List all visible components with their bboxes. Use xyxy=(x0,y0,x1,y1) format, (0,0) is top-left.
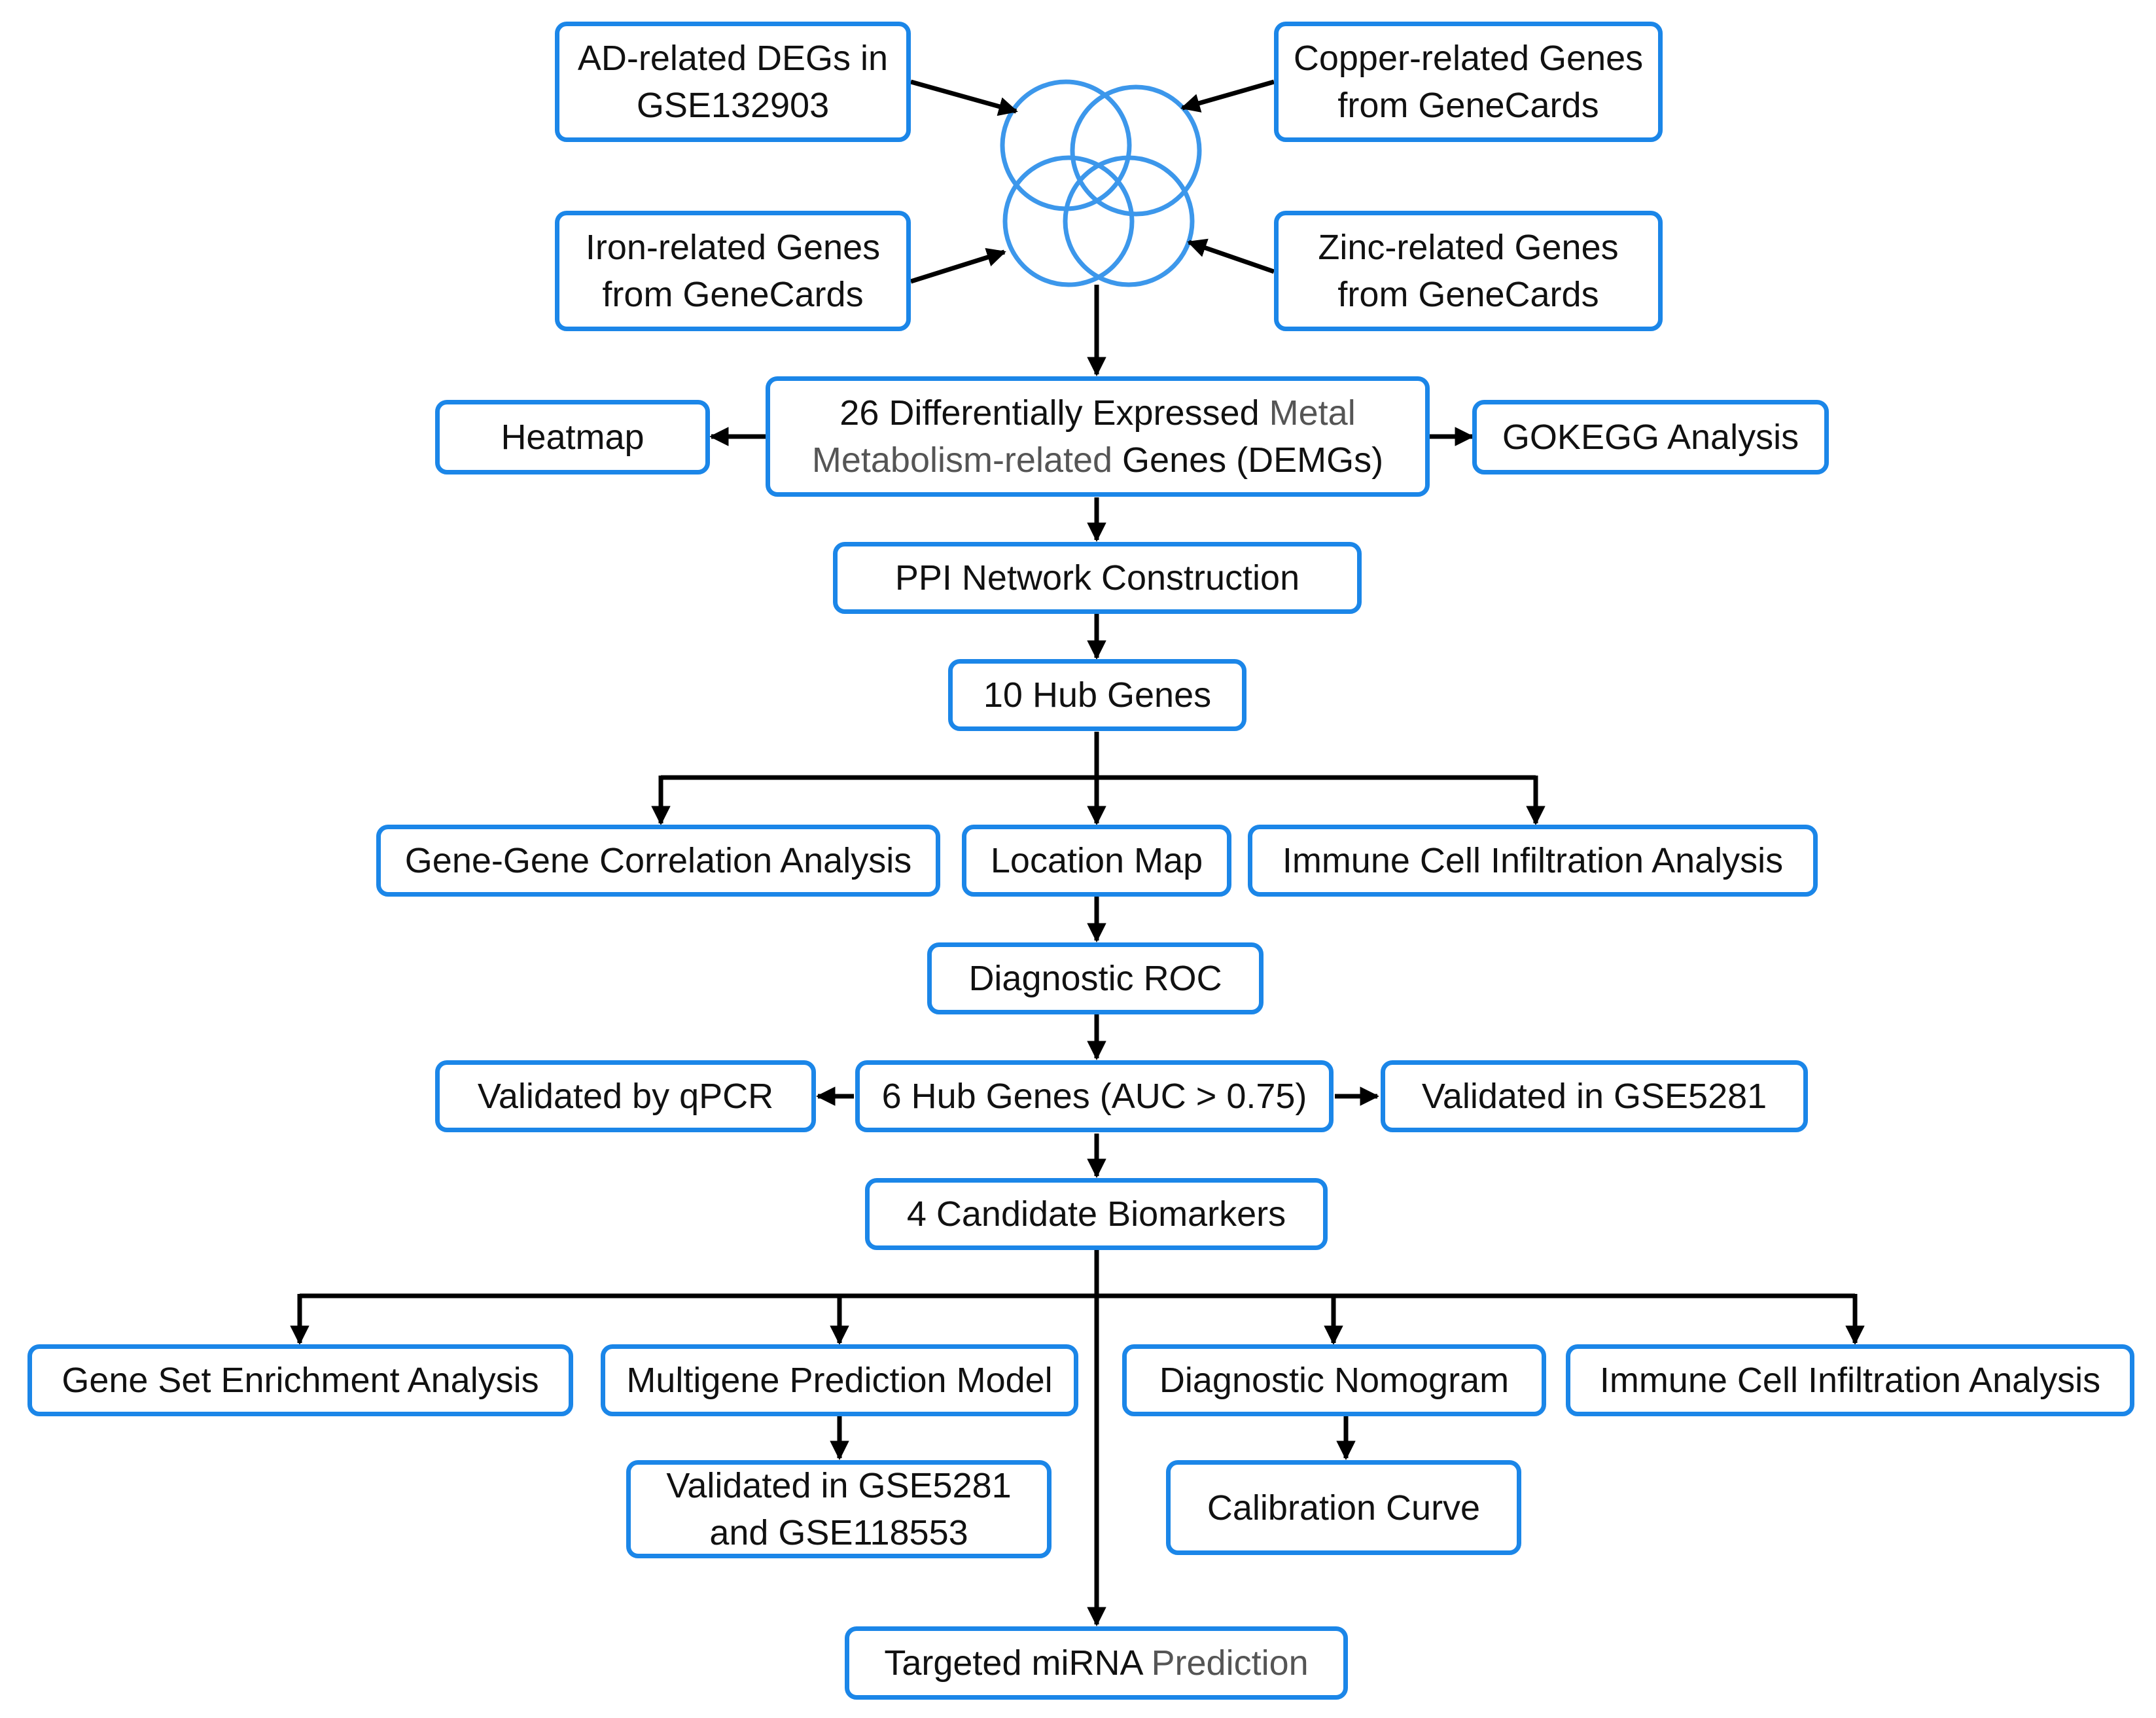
iron-genes-line-1: Iron-related Genes xyxy=(585,228,881,267)
gene-gene-box: Gene-Gene Correlation Analysis xyxy=(376,825,940,897)
ad-degs-box: AD-related DEGs in GSE132903 xyxy=(555,22,911,142)
validated-two-box: Validated in GSE5281 and GSE118553 xyxy=(626,1460,1051,1558)
mirna-box: Targeted miRNA Prediction xyxy=(845,1626,1348,1700)
zinc-genes-line-2: from GeneCards xyxy=(1337,275,1599,314)
gokegg-box: GOKEGG Analysis xyxy=(1472,400,1829,474)
diagnostic-roc-box: Diagnostic ROC xyxy=(927,942,1264,1014)
arrow-iron-to-venn xyxy=(910,247,1006,284)
nomogram-box: Diagnostic Nomogram xyxy=(1122,1344,1546,1416)
ad-degs-line-2: GSE132903 xyxy=(636,86,830,125)
multigene-box: Multigene Prediction Model xyxy=(601,1344,1078,1416)
zinc-genes-line-1: Zinc-related Genes xyxy=(1318,228,1619,267)
gsea-box: Gene Set Enrichment Analysis xyxy=(27,1344,573,1416)
heatmap-box: Heatmap xyxy=(435,400,710,474)
arrow-ad-to-venn xyxy=(910,79,1018,116)
ppi-box: PPI Network Construction xyxy=(833,542,1362,614)
location-map-box: Location Map xyxy=(962,825,1231,897)
demgs-line-2: Metabolism-related Genes (DEMGs) xyxy=(812,437,1383,484)
demgs-line-1-a: 26 Differentially Expressed xyxy=(839,393,1269,433)
four-circle-venn-icon xyxy=(1000,79,1202,287)
mirna-text-a: Targeted miRNA xyxy=(884,1643,1152,1683)
copper-genes-line-1: Copper-related Genes xyxy=(1293,39,1644,78)
validated-two-line-2: and GSE118553 xyxy=(709,1513,968,1552)
mirna-line: Targeted miRNA Prediction xyxy=(884,1639,1308,1687)
zinc-genes-box: Zinc-related Genes from GeneCards xyxy=(1274,211,1663,331)
gse5281-box: Validated in GSE5281 xyxy=(1381,1060,1808,1132)
iron-genes-line-2: from GeneCards xyxy=(602,275,864,314)
demgs-line-2-b: Genes (DEMGs) xyxy=(1112,440,1384,480)
copper-genes-line-2: from GeneCards xyxy=(1337,86,1599,125)
biomarkers-box: 4 Candidate Biomarkers xyxy=(865,1178,1328,1250)
calibration-box: Calibration Curve xyxy=(1166,1460,1521,1555)
qpcr-box: Validated by qPCR xyxy=(435,1060,816,1132)
iron-genes-box: Iron-related Genes from GeneCards xyxy=(555,211,911,331)
ad-degs-line-1: AD-related DEGs in xyxy=(577,39,889,78)
mirna-text-b: Prediction xyxy=(1151,1643,1309,1683)
hub6-box: 6 Hub Genes (AUC > 0.75) xyxy=(855,1060,1334,1132)
hub10-box: 10 Hub Genes xyxy=(948,659,1246,731)
arrow-copper-to-venn xyxy=(1180,79,1275,113)
demgs-line-1: 26 Differentially Expressed Metal xyxy=(839,389,1355,437)
validated-two-line-1: Validated in GSE5281 xyxy=(666,1466,1012,1505)
demgs-line-2-a: Metabolism-related xyxy=(811,440,1113,480)
arrow-zinc-to-venn xyxy=(1187,238,1275,274)
immune-2-box: Immune Cell Infiltration Analysis xyxy=(1566,1344,2134,1416)
demgs-box: 26 Differentially Expressed Metal Metabo… xyxy=(766,376,1430,497)
demgs-line-1-b: Metal xyxy=(1269,393,1356,433)
copper-genes-box: Copper-related Genes from GeneCards xyxy=(1274,22,1663,142)
immune-1-box: Immune Cell Infiltration Analysis xyxy=(1248,825,1818,897)
